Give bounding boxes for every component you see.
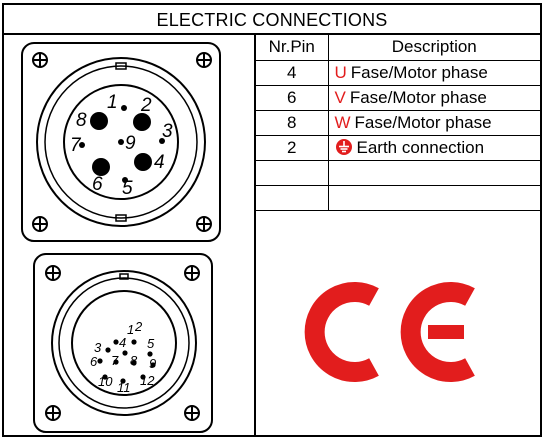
pin-number [256, 160, 329, 186]
table-row [256, 185, 540, 211]
connector-drawings: 1 2 3 4 5 6 7 8 9 [4, 35, 256, 435]
pin-number [256, 185, 329, 211]
signal-connector-drawing: 1 2 3 4 5 6 7 8 9 10 11 12 [33, 253, 213, 433]
signal-connector-flange [33, 253, 213, 433]
description-text: Earth connection [356, 137, 485, 157]
ce-letter-e [400, 282, 475, 382]
pin-label: 2 [134, 319, 143, 334]
pin-label: 2 [140, 95, 152, 116]
pin-label: 7 [70, 135, 82, 156]
pin-contact [102, 374, 108, 380]
pin-contact [90, 112, 108, 130]
screw-icon [45, 405, 61, 421]
power-connector-drawing: 1 2 3 4 5 6 7 8 9 [21, 42, 221, 242]
screw-icon [184, 265, 200, 281]
pin-number: 4 [256, 60, 329, 86]
electric-connections-panel: ELECTRIC CONNECTIONS [2, 3, 542, 437]
pin-contact [131, 339, 137, 345]
pin-contact [134, 153, 152, 171]
pin-contact [79, 142, 85, 148]
pin-number: 2 [256, 135, 329, 161]
power-connector-flange [21, 42, 221, 242]
table-row: 2 Earth connection [256, 135, 540, 161]
description-text: Fase/Motor phase [349, 87, 487, 107]
pin-description: Earth connection [328, 135, 540, 161]
earth-icon [335, 138, 352, 155]
pin-contact [140, 374, 146, 380]
description-text: Fase/Motor phase [354, 112, 492, 132]
pin-label: 7 [111, 353, 119, 368]
pin-number: 8 [256, 110, 329, 136]
signal-connector-outer-ring [51, 270, 197, 416]
ce-mark-area: CE [256, 225, 540, 437]
pin-label: 1 [107, 92, 118, 113]
pin-label: 9 [149, 356, 156, 371]
table-row [256, 160, 540, 186]
signal-connector-pins [97, 339, 156, 384]
screw-icon [184, 405, 200, 421]
column-header-description: Description [328, 35, 540, 61]
pin-contact [131, 360, 137, 366]
description-text: Fase/Motor phase [350, 62, 488, 82]
pin-contact [120, 378, 126, 384]
pin-label: 4 [119, 335, 126, 350]
pin-contact [150, 362, 156, 368]
screw-icon [32, 52, 48, 68]
pin-label: 5 [122, 178, 133, 199]
pin-description [328, 160, 540, 186]
pin-label: 3 [162, 121, 173, 142]
power-connector-insert [63, 84, 179, 200]
pin-contact [105, 347, 111, 353]
ce-letter-c [304, 282, 379, 382]
pin-contact [97, 358, 103, 364]
panel-title: ELECTRIC CONNECTIONS [4, 5, 540, 35]
pin-contact [122, 177, 128, 183]
pin-contact [113, 359, 119, 365]
pin-label: 10 [98, 374, 113, 389]
pin-label: 11 [117, 380, 131, 395]
pin-label: 1 [127, 322, 134, 337]
pin-number: 6 [256, 85, 329, 111]
pin-label: 12 [140, 373, 155, 388]
pin-label: 4 [154, 152, 165, 173]
column-header-pin: Nr.Pin [256, 35, 329, 61]
pin-contact [133, 113, 151, 131]
pin-description [328, 185, 540, 211]
pin-label: 9 [125, 133, 136, 154]
pin-contact [92, 158, 110, 176]
screw-icon [196, 52, 212, 68]
pin-label: 8 [76, 110, 87, 131]
power-connector-pins [79, 105, 165, 183]
pin-label: 6 [90, 354, 98, 369]
pin-label: 5 [147, 336, 155, 351]
screw-icon [45, 265, 61, 281]
ce-text: CE [397, 424, 399, 426]
table-header-row: Nr.Pin Description [256, 35, 540, 61]
pin-contact [147, 351, 153, 357]
phase-letter: U [334, 62, 347, 82]
pin-label: 8 [130, 353, 138, 368]
pin-contact [121, 105, 127, 111]
pin-contact [118, 139, 124, 145]
pin-contact [122, 350, 128, 356]
phase-letter: V [334, 87, 346, 107]
screw-icon [32, 216, 48, 232]
pin-label: 3 [94, 340, 102, 355]
screw-icon [196, 216, 212, 232]
pin-contact [159, 138, 165, 144]
ce-mark: CE [304, 282, 475, 426]
phase-letter: W [334, 112, 351, 132]
signal-connector-insert [71, 290, 177, 396]
pin-contact [113, 339, 119, 345]
pin-label: 6 [92, 174, 103, 195]
power-connector-outer-ring [36, 57, 206, 227]
